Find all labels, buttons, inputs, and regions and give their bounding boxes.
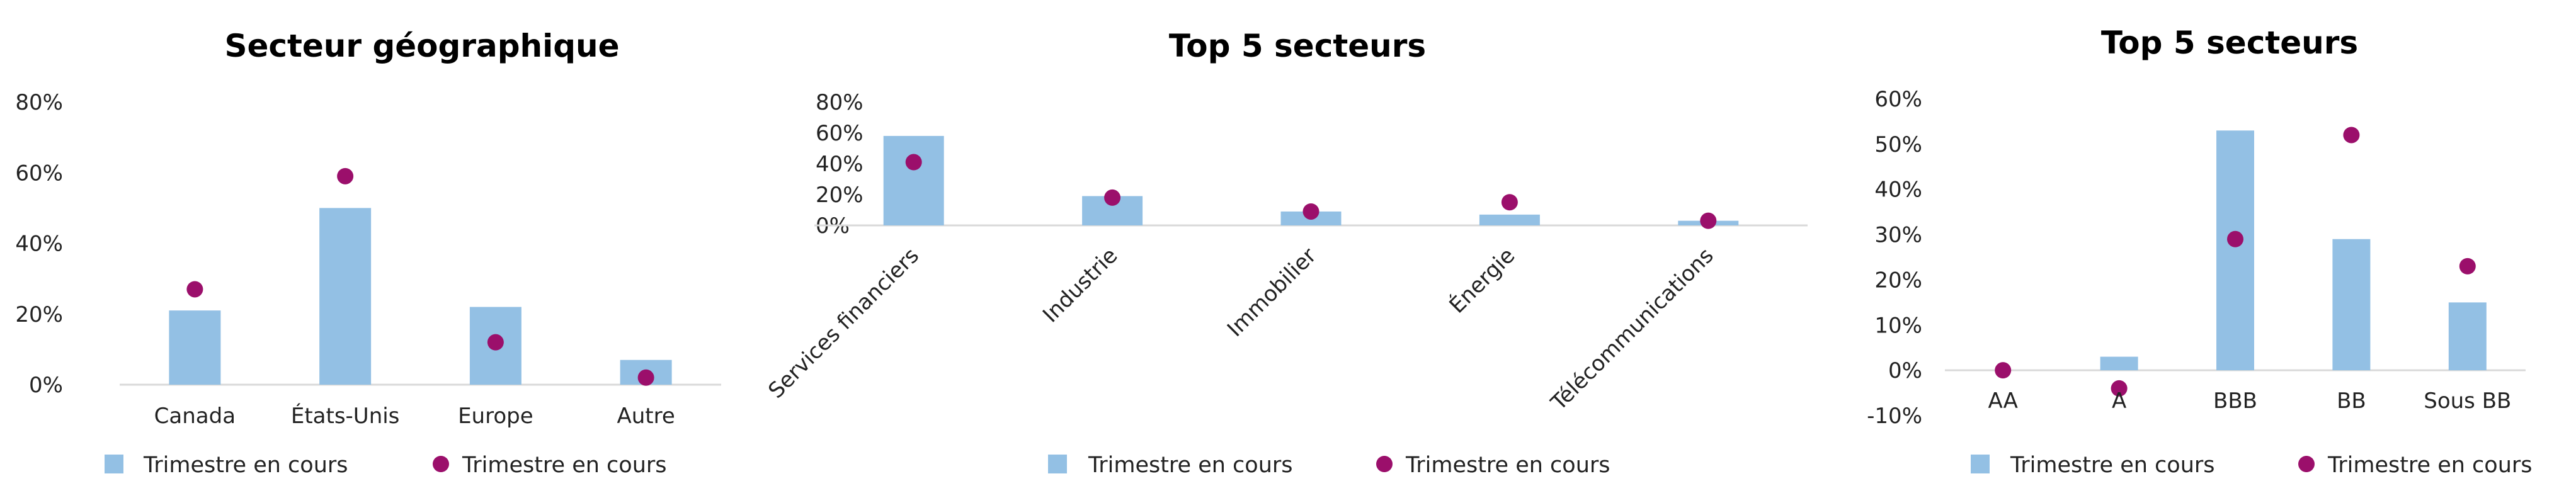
legend-label: Trimestre en cours (1088, 453, 1293, 478)
dot-marker (2227, 230, 2243, 247)
legend-label: Trimestre en cours (143, 453, 348, 478)
y-tick-label: -10% (1867, 404, 1922, 429)
x-tick-label: Industrie (1038, 243, 1122, 327)
y-tick-label: 20% (1874, 268, 1922, 293)
chart-title: Top 5 secteurs (1169, 28, 1426, 64)
bar (2216, 130, 2254, 371)
y-tick-label: 30% (1874, 223, 1922, 248)
bar (2332, 239, 2371, 371)
legend-dot-swatch (433, 456, 449, 472)
dot-marker (1501, 194, 1518, 211)
y-tick-label: 10% (1874, 313, 1922, 338)
y-tick-label: 0% (1888, 358, 1922, 383)
dot-marker (637, 369, 654, 386)
y-tick-label: 20% (816, 183, 863, 208)
chart-title: Secteur géographique (224, 28, 619, 64)
dot-marker (905, 154, 922, 171)
x-tick-label: Immobilier (1222, 243, 1321, 342)
dot-marker (2343, 127, 2360, 144)
x-tick-label: Autre (617, 404, 675, 429)
dot-marker (2459, 257, 2476, 274)
chart-3: Top 5 secteurs-10%0%10%20%30%40%50%60%AA… (1867, 25, 2532, 478)
chart-title: Top 5 secteurs (2101, 25, 2358, 61)
legend-bar-swatch (1048, 455, 1067, 473)
dot-marker (337, 167, 354, 184)
y-tick-label: 80% (15, 90, 63, 115)
x-tick-label: Télécommunications (1546, 243, 1718, 416)
x-tick-label: AA (1988, 388, 2017, 414)
x-tick-label: A (2112, 388, 2126, 414)
dot-marker (1104, 189, 1121, 206)
bar (169, 310, 221, 385)
dot-marker (186, 281, 203, 298)
y-tick-label: 80% (816, 90, 863, 115)
x-tick-label: BBB (2213, 388, 2257, 414)
dot-marker (1700, 212, 1717, 229)
x-tick-label: Énergie (1444, 242, 1520, 318)
y-tick-label: 60% (15, 161, 63, 186)
legend-label: Trimestre en cours (462, 453, 667, 478)
legend-dot-swatch (1376, 456, 1393, 472)
bar (2448, 302, 2487, 371)
y-tick-label: 50% (1874, 132, 1922, 157)
x-tick-label: BB (2337, 388, 2366, 414)
dot-marker (2111, 380, 2128, 397)
x-tick-label: Canada (154, 404, 236, 429)
dot-marker (487, 334, 504, 351)
bar (1479, 214, 1540, 225)
x-tick-label: Europe (458, 404, 533, 429)
dot-marker (1995, 362, 2012, 379)
bar (2100, 356, 2138, 371)
dot-marker (1302, 203, 1319, 220)
y-tick-label: 40% (15, 232, 63, 257)
y-tick-label: 0% (29, 373, 63, 398)
legend-label: Trimestre en cours (2010, 453, 2215, 478)
legend-bar-swatch (1971, 455, 1990, 473)
bar (883, 135, 944, 225)
bar (319, 208, 372, 385)
legend-bar-swatch (105, 455, 123, 473)
legend-label: Trimestre en cours (1405, 453, 1610, 478)
legend-dot-swatch (2298, 456, 2315, 472)
chart-1: Secteur géographique 0% 20% 40% 60% 80% Canada… (15, 28, 721, 478)
y-tick-label: 60% (816, 121, 863, 146)
y-tick-label: 20% (15, 302, 63, 327)
x-tick-label: États-Unis (291, 403, 400, 429)
x-tick-label: Sous BB (2424, 388, 2511, 414)
y-tick-label: 40% (816, 152, 863, 177)
legend-label: Trimestre en cours (2327, 453, 2533, 478)
y-tick-label: 60% (1874, 87, 1922, 112)
x-tick-label: Services financiers (763, 243, 924, 404)
y-tick-label: 40% (1874, 178, 1922, 203)
